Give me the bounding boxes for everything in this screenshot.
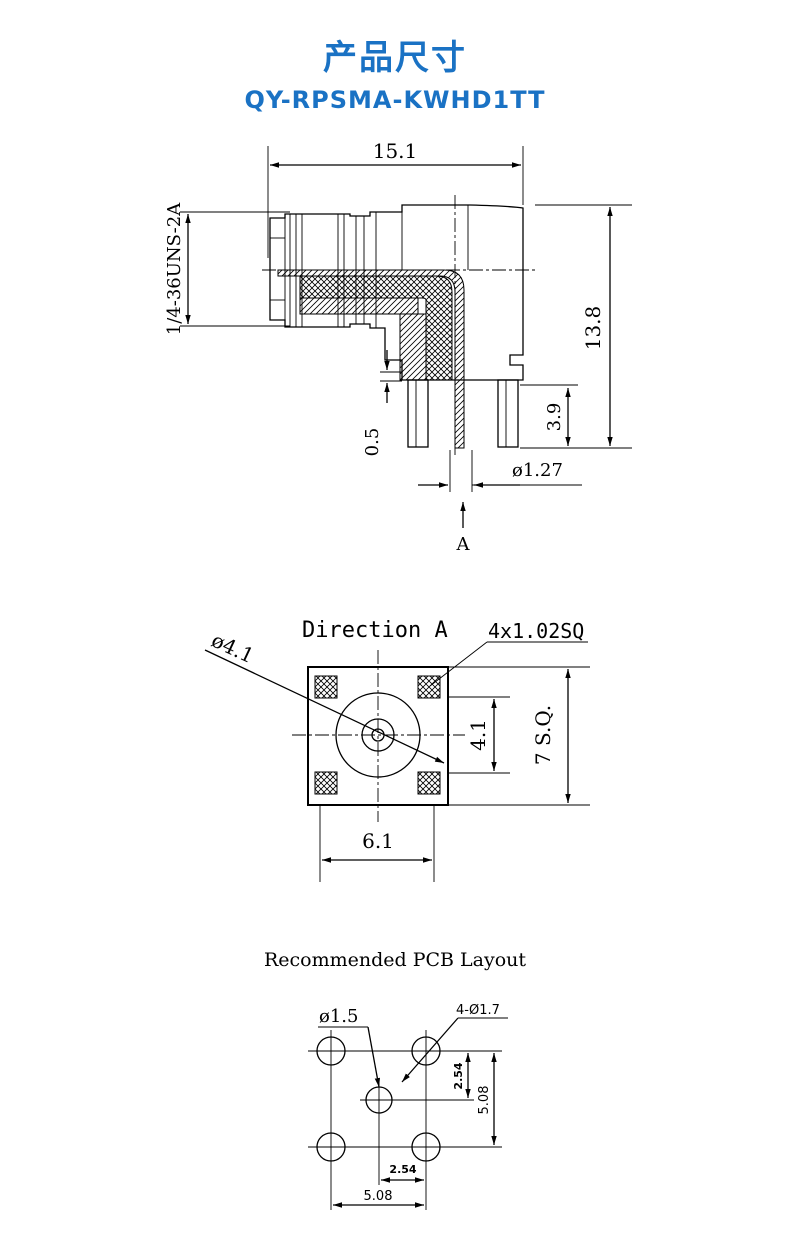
pin-length-dimension: 3.9 (544, 403, 565, 432)
inner-spacing-dimension: 4.1 (466, 719, 490, 751)
leg-left (407, 379, 429, 448)
center-hole-dimension: ø1.5 (319, 1006, 358, 1027)
vertical-pitch-dimension: 2.54 (452, 1062, 465, 1089)
pcb-holes (316, 1036, 441, 1162)
square-dimension: 7 S.Q. (531, 705, 555, 765)
view-marker: A (456, 534, 471, 555)
pin-diameter-dimension: ø1.27 (512, 460, 563, 481)
offset-dimension: 0.5 (362, 428, 383, 457)
holes-dimension: 4-Ø1.7 (456, 1003, 500, 1018)
side-view: 15.1 1/4-36UNS-2A (164, 139, 632, 555)
corner-pins (314, 675, 441, 795)
height-dimension: 13.8 (581, 306, 605, 351)
body-circle (335, 692, 421, 778)
leg-right (497, 379, 519, 448)
direction-a-view: Direction A ø4.1 4x1.02SQ 4.1 (204, 618, 590, 882)
pcb-layout-view: Recommended PCB Layout ø1.5 4-Ø1.7 (264, 949, 526, 1210)
pcb-layout-heading: Recommended PCB Layout (264, 949, 526, 971)
body-diameter-dimension: ø4.1 (208, 628, 258, 668)
thread-dimension: 1/4-36UNS-2A (164, 202, 185, 335)
model-number: QY-RPSMA-KWHD1TT (244, 86, 546, 114)
width-dimension: 6.1 (362, 829, 394, 853)
horizontal-span-dimension: 5.08 (364, 1189, 393, 1204)
direction-a-heading: Direction A (302, 618, 448, 643)
pin-size-dimension: 4x1.02SQ (488, 619, 584, 643)
horizontal-pitch-dimension: 2.54 (389, 1163, 416, 1176)
length-dimension: 15.1 (373, 139, 418, 163)
vertical-span-dimension: 5.08 (477, 1086, 492, 1115)
insulator-circle (361, 718, 395, 752)
page-title: 产品尺寸 (323, 38, 467, 78)
